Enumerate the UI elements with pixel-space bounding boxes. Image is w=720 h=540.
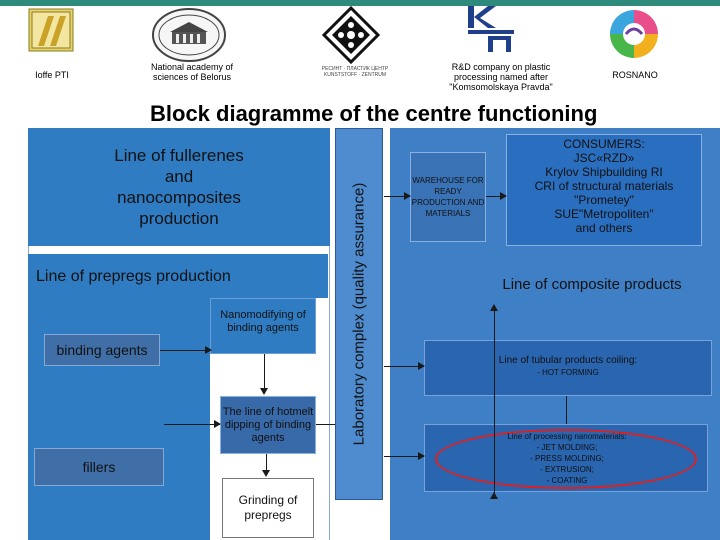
nanomaterials-highlight (435, 429, 697, 489)
ioffe-logo-icon (28, 8, 74, 52)
prepregs-box: Line of prepregs production (28, 254, 328, 298)
arrow-head-up-icon (490, 492, 498, 499)
consumer-item: Krylov Shipbuilding RI (545, 165, 663, 179)
arrow-vertical-connector (494, 310, 495, 494)
hotmelt-label: The line of hotmelt dipping of binding a… (222, 405, 314, 444)
arrow-left-to-lab (316, 424, 335, 425)
tubular-label: Line of tubular products coiling: (498, 355, 638, 366)
consumer-item: JSC«RZD» (573, 151, 635, 165)
arrow-tubular-to-nanomaterials (566, 396, 567, 424)
arrow-head-right-icon (500, 192, 507, 200)
laboratory-complex-label: Laboratory complex (quality assurance) (350, 182, 368, 446)
arrow-head-right-icon (404, 192, 411, 200)
composite-products-header: Line of composite products (492, 262, 692, 306)
arrow-head-down-icon (260, 388, 268, 395)
laboratory-complex-bar: Laboratory complex (quality assurance) (335, 128, 383, 500)
arrow-hotmelt-to-grinding (266, 454, 267, 474)
tubular-item: - HOT FORMING (537, 368, 599, 377)
grinding-box: Grinding of prepregs (222, 478, 314, 538)
arrow-binding-to-nanomodifying (160, 350, 210, 351)
fullerenes-label: Line of fullerenes and nanocomposites pr… (114, 146, 244, 228)
arrow-lab-to-warehouse (384, 196, 410, 197)
nanomaterials-box: Line of processing nanomaterials: - JET … (424, 424, 708, 492)
consumer-item: and others (575, 221, 633, 235)
arrow-head-down-icon (262, 470, 270, 477)
kunststoff-label: РЕСИНТ · ПЛАСТИК ЦЕНТР KUNSTSTOFF · ZENT… (321, 66, 389, 78)
arrow-head-right-icon (418, 452, 425, 460)
top-accent-bar (0, 0, 720, 6)
consumer-item: SUE"Metropoliten" (554, 207, 654, 221)
arrow-head-right-icon (418, 362, 425, 370)
consumer-item: CRI of structural materials "Prometey" (534, 179, 674, 207)
komsomolskaya-pravda-label: R&D company on plastic processing named … (449, 62, 553, 92)
prepregs-label: Line of prepregs production (36, 268, 231, 285)
arrow-head-up-icon (490, 304, 498, 311)
composite-products-label: Line of composite products (502, 275, 682, 293)
binding-agents-label: binding agents (56, 342, 148, 358)
academy-building-logo-icon (150, 6, 228, 64)
nanomaterials-item: - COATING (546, 476, 588, 485)
warehouse-label: WAREHOUSE FOR READY PRODUCTION AND MATER… (411, 176, 485, 218)
arrow-head-right-icon (205, 346, 212, 354)
fullerenes-box: Line of fullerenes and nanocomposites pr… (28, 128, 330, 246)
kunststoff-centrum-logo-icon (320, 5, 382, 65)
page-title: Block diagramme of the centre functionin… (150, 101, 598, 126)
nanomaterials-item: - JET MOLDING; (536, 443, 598, 452)
academy-label: National academy of sciences of Belorus (150, 62, 234, 82)
nanomaterials-label: Line of processing nanomaterials: (507, 432, 627, 441)
arrow-lab-to-tubular (384, 366, 424, 367)
fillers-box: fillers (34, 448, 164, 486)
arrow-lab-to-nanomaterials (384, 456, 424, 457)
rosnano-logo-icon (608, 8, 660, 60)
arrow-nanomodifying-to-hotmelt (264, 354, 265, 390)
nanomodifying-box: Nanomodifying of binding agents (210, 298, 316, 354)
consumers-title: CONSUMERS: (563, 137, 645, 151)
consumers-box: CONSUMERS: JSC«RZD» Krylov Shipbuilding … (506, 134, 702, 246)
rosnano-label: ROSNANO (612, 70, 658, 80)
nanomaterials-item: - EXTRUSION; (540, 465, 594, 474)
komsomolskaya-pravda-logo-icon (466, 4, 516, 54)
tubular-box: Line of tubular products coiling: - HOT … (424, 340, 712, 396)
binding-agents-box: binding agents (44, 334, 160, 366)
grinding-label: Grinding of prepregs (238, 493, 298, 522)
arrow-fillers-to-hotmelt (164, 424, 220, 425)
arrow-head-right-icon (214, 420, 221, 428)
nanomaterials-item: - PRESS MOLDING; (530, 454, 604, 463)
ioffe-label: Ioffe PTI (35, 70, 69, 80)
nanomodifying-label: Nanomodifying of binding agents (220, 309, 306, 334)
hotmelt-box: The line of hotmelt dipping of binding a… (220, 396, 316, 454)
fillers-label: fillers (82, 459, 116, 475)
warehouse-box: WAREHOUSE FOR READY PRODUCTION AND MATER… (410, 152, 486, 242)
arrow-warehouse-to-consumers (486, 196, 506, 197)
